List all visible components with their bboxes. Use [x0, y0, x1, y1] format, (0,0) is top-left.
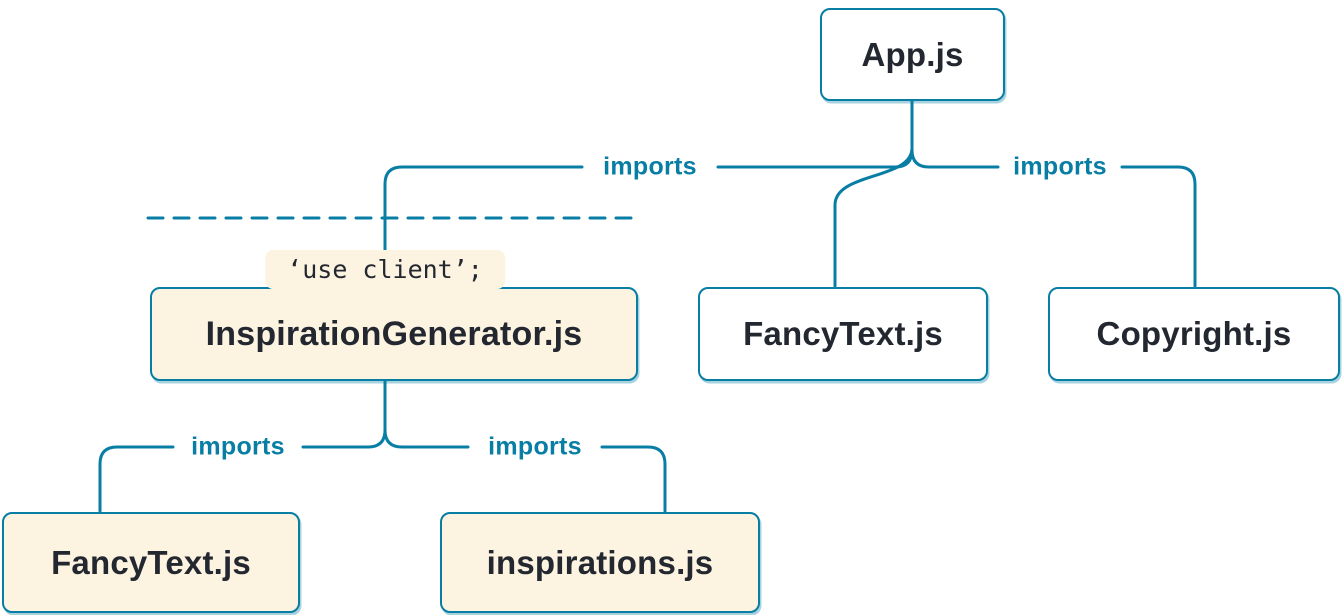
node-app-js-label: App.js: [861, 35, 964, 73]
node-copyright-js-label: Copyright.js: [1096, 315, 1292, 352]
node-inspiration-generator-js-label: InspirationGenerator.js: [205, 314, 583, 353]
use-client-directive-badge: ‘use client’;: [265, 250, 505, 289]
node-app-js: App.js: [820, 8, 1005, 101]
connector-app-to-copyright: [910, 148, 1197, 288]
node-inspirations-js: inspirations.js: [440, 512, 760, 613]
node-fancytext-js-bottom: FancyText.js: [2, 512, 300, 613]
connector-app-to-fancytext-top: [833, 146, 914, 288]
node-fancytext-js-top-label: FancyText.js: [743, 315, 943, 352]
node-inspiration-generator-js: InspirationGenerator.js: [150, 287, 638, 381]
edge-label-app-imports-copyright: imports: [1007, 152, 1113, 182]
edge-label-app-imports-inspiration-generator: imports: [597, 152, 703, 182]
edge-label-inspiration-generator-imports-inspirations: imports: [482, 432, 588, 462]
node-inspirations-js-label: inspirations.js: [486, 543, 714, 581]
edge-label-inspiration-generator-imports-fancytext: imports: [185, 432, 291, 462]
connector-inspiration-generator-to-inspirations: [383, 428, 667, 513]
node-fancytext-js-top: FancyText.js: [698, 287, 988, 381]
node-copyright-js: Copyright.js: [1048, 287, 1340, 381]
node-fancytext-js-bottom-label: FancyText.js: [51, 543, 251, 581]
